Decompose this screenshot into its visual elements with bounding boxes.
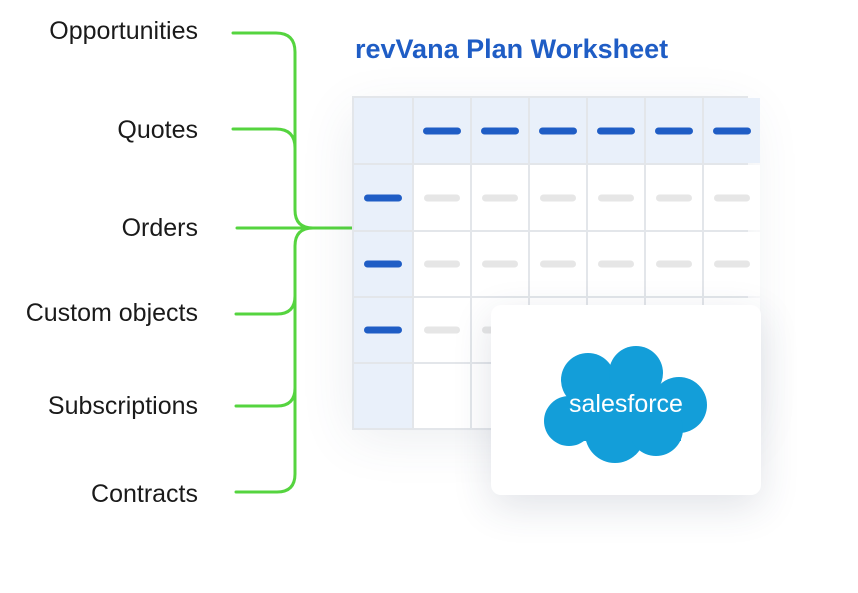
grid-cell bbox=[414, 364, 470, 428]
grid-row-header-cell bbox=[354, 165, 412, 230]
salesforce-logo-card: salesforce bbox=[491, 305, 761, 495]
header-placeholder-bar bbox=[713, 127, 751, 134]
grid-row-header-cell bbox=[354, 364, 412, 428]
salesforce-cloud-logo: salesforce bbox=[544, 346, 707, 463]
worksheet-title: revVana Plan Worksheet bbox=[355, 34, 669, 64]
grid-cell bbox=[472, 232, 528, 296]
cell-placeholder-bar bbox=[424, 326, 460, 334]
source-label-contracts: Contracts bbox=[91, 480, 198, 508]
header-placeholder-bar bbox=[423, 127, 461, 134]
grid-header-cell bbox=[414, 98, 470, 163]
grid-row-header-cell bbox=[354, 232, 412, 296]
grid-cell bbox=[646, 165, 702, 230]
row-header-placeholder-bar bbox=[364, 194, 402, 201]
cell-placeholder-bar bbox=[540, 194, 576, 201]
connector-custom-objects bbox=[234, 294, 297, 316]
header-placeholder-bar bbox=[597, 127, 635, 134]
grid-header-cell bbox=[472, 98, 528, 163]
connector-upper-merge bbox=[293, 110, 315, 230]
cell-placeholder-bar bbox=[714, 194, 750, 201]
connector-quotes bbox=[231, 127, 297, 150]
header-placeholder-bar bbox=[481, 127, 519, 134]
grid-cell bbox=[414, 298, 470, 362]
grid-header-cell bbox=[646, 98, 702, 163]
cell-placeholder-bar bbox=[540, 260, 576, 268]
grid-cell bbox=[530, 232, 586, 296]
salesforce-logo-text: salesforce bbox=[569, 390, 683, 418]
grid-cell bbox=[704, 165, 760, 230]
grid-cell bbox=[588, 165, 644, 230]
cell-placeholder-bar bbox=[656, 260, 692, 268]
source-label-custom-objects: Custom objects bbox=[25, 299, 198, 327]
cell-placeholder-bar bbox=[656, 194, 692, 201]
connector-lower-merge bbox=[234, 226, 315, 494]
grid-header-cell bbox=[588, 98, 644, 163]
cell-placeholder-bar bbox=[598, 260, 634, 268]
source-label-subscriptions: Subscriptions bbox=[47, 392, 198, 420]
grid-corner-cell bbox=[354, 98, 412, 163]
source-label-opportunities: Opportunities bbox=[49, 17, 198, 45]
source-label-orders: Orders bbox=[121, 214, 198, 242]
cell-placeholder-bar bbox=[424, 194, 460, 201]
cell-placeholder-bar bbox=[598, 194, 634, 201]
source-label-quotes: Quotes bbox=[117, 116, 198, 144]
grid-cell bbox=[414, 165, 470, 230]
grid-cell bbox=[414, 232, 470, 296]
cell-placeholder-bar bbox=[714, 260, 750, 268]
header-placeholder-bar bbox=[539, 127, 577, 134]
connector-subscriptions bbox=[234, 386, 297, 408]
cell-placeholder-bar bbox=[424, 260, 460, 268]
row-header-placeholder-bar bbox=[364, 326, 402, 334]
header-placeholder-bar bbox=[655, 127, 693, 134]
grid-cell bbox=[704, 232, 760, 296]
connector-opportunities bbox=[231, 31, 297, 114]
row-header-placeholder-bar bbox=[364, 260, 402, 268]
grid-header-cell bbox=[530, 98, 586, 163]
grid-cell bbox=[588, 232, 644, 296]
cell-placeholder-bar bbox=[482, 194, 518, 201]
cell-placeholder-bar bbox=[482, 260, 518, 268]
grid-row-header-cell bbox=[354, 298, 412, 362]
grid-header-cell bbox=[704, 98, 760, 163]
grid-cell bbox=[646, 232, 702, 296]
grid-cell bbox=[530, 165, 586, 230]
grid-cell bbox=[472, 165, 528, 230]
